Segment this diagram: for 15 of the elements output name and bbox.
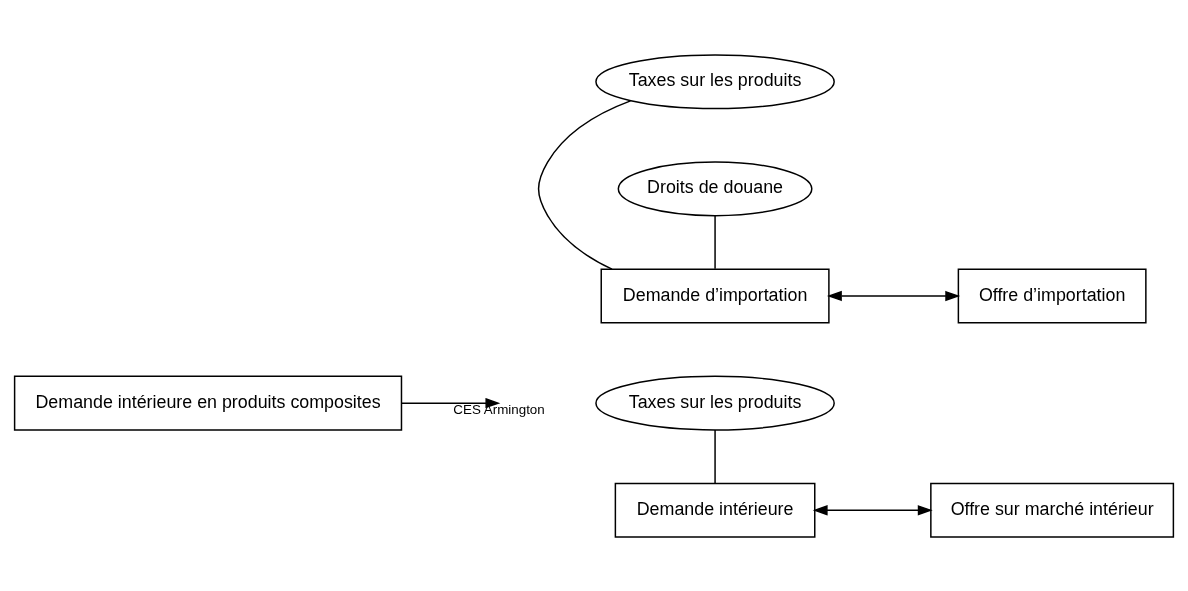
connector [714, 428, 716, 484]
arrow [812, 504, 933, 515]
node-ellipse: Droits de douane [617, 160, 813, 216]
node-ellipse: Taxes sur les produits [595, 375, 835, 431]
edge-label: CES Armington [453, 401, 545, 417]
node-box: Demande d’importation [600, 267, 830, 324]
connector [714, 214, 716, 270]
connector [537, 99, 632, 270]
node-box: Demande intérieure [614, 482, 816, 538]
arrow [400, 397, 501, 408]
node-box: Offre sur marché intérieur [930, 482, 1175, 538]
node-box: Offre d’importation [957, 267, 1147, 324]
node-ellipse: Taxes sur les produits [595, 53, 835, 109]
node-box: Demande intérieure en produits composites [13, 375, 403, 431]
arrow [826, 290, 961, 301]
